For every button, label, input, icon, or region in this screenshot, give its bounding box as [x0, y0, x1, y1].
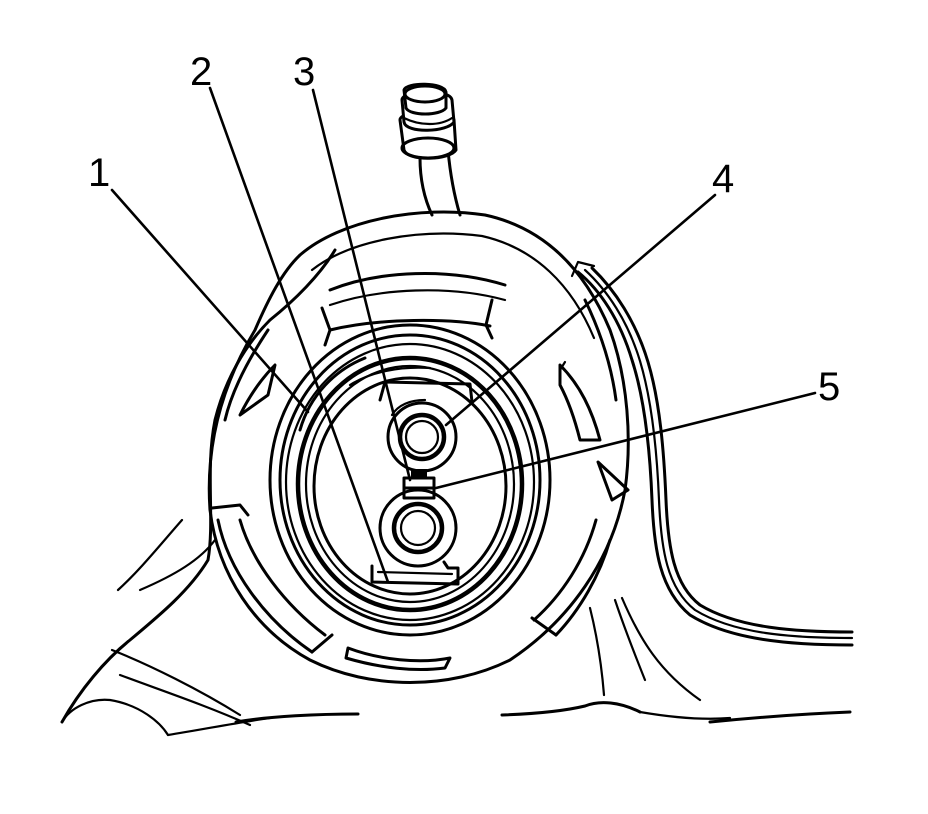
leader-5	[434, 391, 817, 490]
module-rings	[268, 323, 552, 637]
flange-details	[370, 380, 474, 586]
leader-1	[110, 188, 310, 414]
leader-lines	[110, 86, 817, 584]
electrical-connector	[402, 469, 436, 500]
callout-2: 2	[190, 50, 212, 94]
callout-labels: 1 2 3 4 5	[88, 50, 840, 409]
leader-2	[208, 86, 390, 584]
lower-fitting	[378, 488, 458, 568]
callout-3: 3	[293, 50, 315, 94]
callout-1: 1	[88, 151, 110, 195]
callout-5: 5	[818, 365, 840, 409]
leader-3	[311, 88, 412, 482]
fuel-feed-pipe	[398, 82, 462, 217]
vent-tube	[570, 260, 854, 647]
callout-4: 4	[712, 157, 734, 201]
leader-4	[444, 193, 717, 427]
lock-ring	[210, 272, 630, 672]
